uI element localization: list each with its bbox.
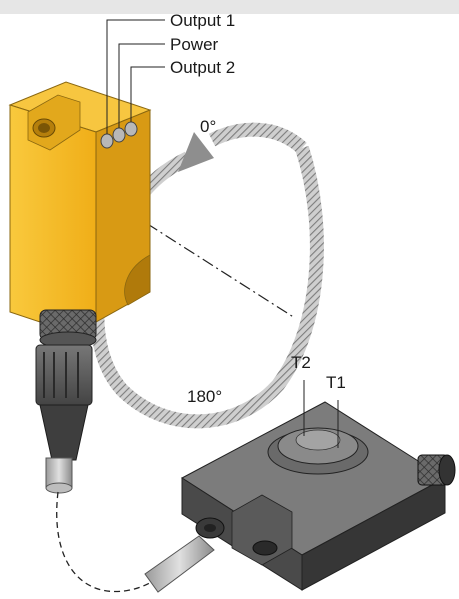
label-angle-0: 0° (200, 117, 217, 136)
led-output2 (124, 121, 138, 137)
sensor-cable (35, 344, 93, 494)
label-output2: Output 2 (170, 58, 236, 77)
label-t1: T1 (326, 373, 346, 392)
label-angle-180: 180° (187, 387, 223, 406)
label-power: Power (170, 35, 219, 54)
arrow-head-icon (178, 132, 214, 172)
t-leader-lines (303, 380, 339, 448)
actuator-body (144, 401, 456, 593)
led-power (112, 127, 126, 143)
label-output1: Output 1 (170, 11, 236, 30)
label-t2: T2 (291, 353, 311, 372)
sensor-body (8, 81, 152, 349)
rotation-axis (109, 199, 296, 319)
top-band (0, 0, 459, 14)
led-output1 (100, 133, 114, 149)
led-leader-lines (106, 19, 165, 134)
